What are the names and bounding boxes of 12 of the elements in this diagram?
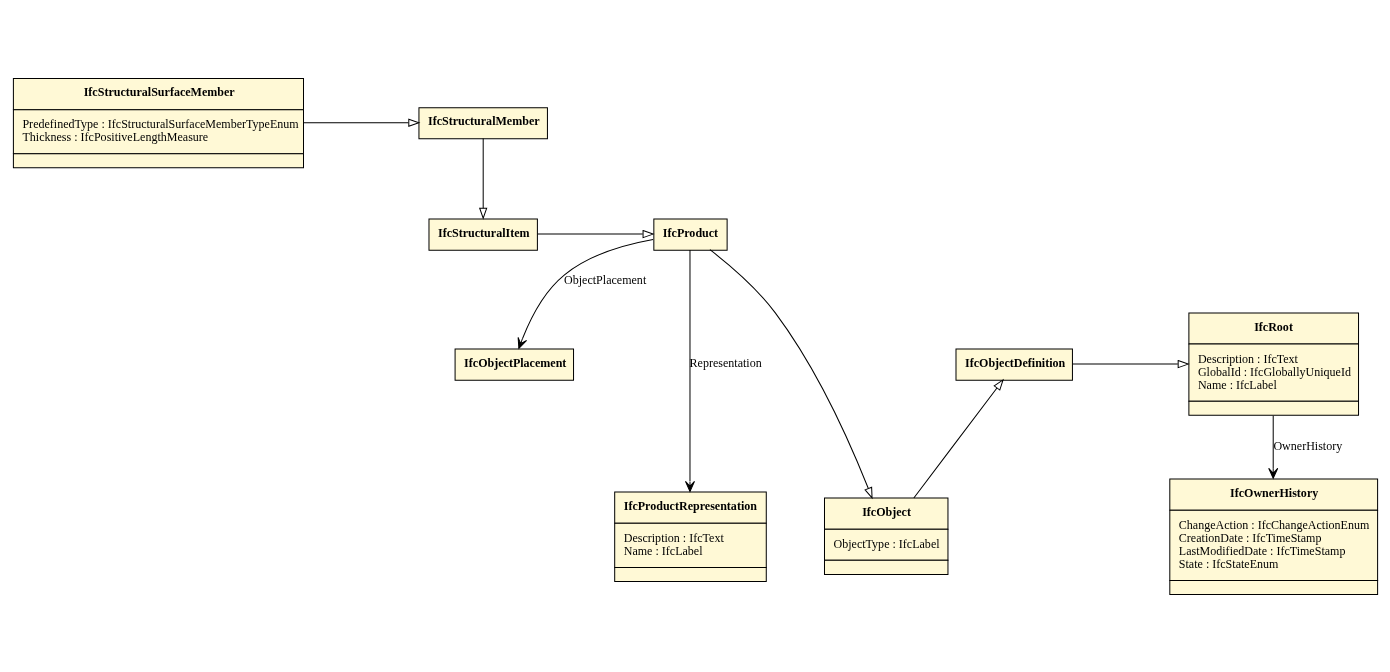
arrow <box>913 379 1004 499</box>
arrow <box>1072 360 1189 369</box>
arrow <box>1268 415 1279 479</box>
arrow <box>537 230 654 239</box>
edge-label: Representation <box>689 356 762 371</box>
arrow <box>709 249 873 499</box>
edge-label: ObjectPlacement <box>564 273 647 288</box>
arrow <box>302 118 420 127</box>
arrow <box>517 238 654 349</box>
arrow <box>479 137 488 219</box>
arrow <box>684 249 695 492</box>
edge-label: OwnerHistory <box>1273 439 1343 454</box>
